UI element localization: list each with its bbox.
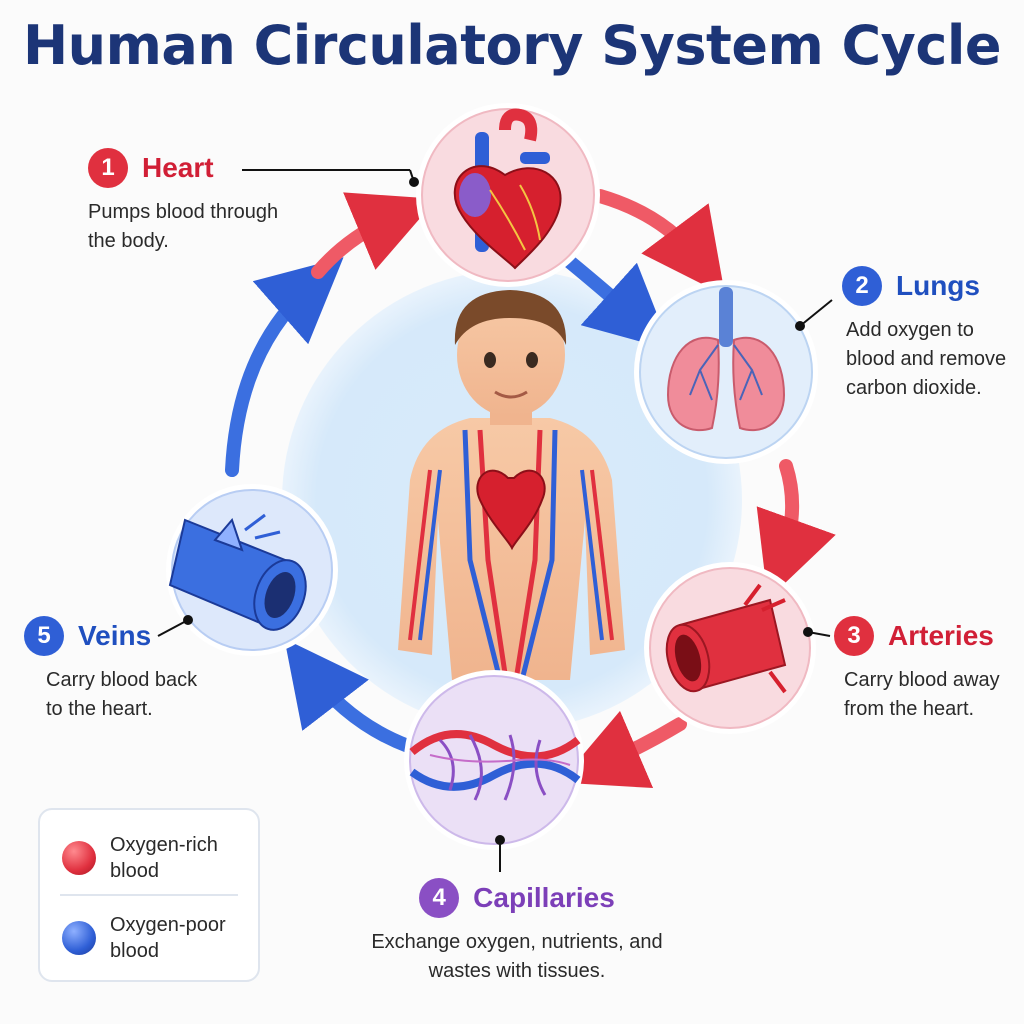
legend-divider bbox=[60, 894, 238, 896]
stage-number-badge: 5 bbox=[24, 616, 64, 656]
arrow-lungs-to-arteries bbox=[756, 459, 836, 600]
artery-icon bbox=[665, 583, 787, 694]
stage-name: Arteries bbox=[888, 620, 994, 651]
legend-label: Oxygen-poor blood bbox=[110, 914, 226, 962]
legend-item-oxygen-poor: Oxygen-poor blood bbox=[62, 912, 230, 964]
heart-icon bbox=[453, 108, 562, 270]
arrow-veins-to-heart bbox=[225, 257, 344, 477]
stage-label-heart: 1 Heart Pumps blood through the body. bbox=[88, 148, 303, 256]
arrow-heart-to-lungs-blue bbox=[563, 255, 672, 351]
stage-number-badge: 4 bbox=[419, 878, 460, 918]
arrow-veins-to-heart-red bbox=[311, 192, 437, 279]
stage-description: Pumps blood through the body. bbox=[88, 201, 279, 252]
stage-label-arteries: 3 Arteries Carry blood away from the hea… bbox=[834, 616, 1020, 724]
arteries-circle bbox=[644, 562, 816, 734]
lungs-circle bbox=[634, 280, 818, 464]
capillaries-icon bbox=[409, 730, 581, 801]
human-figure bbox=[398, 290, 625, 681]
stage-description: Add oxygen to blood and remove carbon di… bbox=[846, 319, 1007, 399]
stage-description: Carry blood back to the heart. bbox=[46, 669, 198, 720]
stage-description: Carry blood away from the heart. bbox=[844, 669, 1000, 720]
stage-name: Capillaries bbox=[473, 882, 615, 913]
leader-lines bbox=[157, 169, 833, 872]
vein-icon bbox=[168, 513, 307, 631]
heart-circle bbox=[416, 103, 600, 287]
stage-number-badge: 1 bbox=[88, 148, 128, 188]
stage-name: Lungs bbox=[896, 270, 980, 301]
lungs-icon bbox=[666, 287, 786, 432]
page-title: Human Circulatory System Cycle bbox=[22, 14, 1002, 77]
arrow-capillaries-to-veins bbox=[284, 638, 415, 753]
stage-number-badge: 2 bbox=[842, 266, 882, 306]
stage-description: Exchange oxygen, nutrients, and wastes w… bbox=[371, 931, 663, 982]
stage-label-capillaries: 4 Capillaries Exchange oxygen, nutrients… bbox=[362, 878, 672, 986]
blue-dot-icon bbox=[62, 921, 96, 955]
legend: Oxygen-rich blood Oxygen-poor blood bbox=[38, 808, 260, 982]
cycle-arrows bbox=[225, 189, 836, 789]
arrow-heart-to-lungs bbox=[593, 189, 726, 296]
red-dot-icon bbox=[62, 841, 96, 875]
stage-label-veins: 5 Veins Carry blood back to the heart. bbox=[24, 616, 216, 724]
stage-number-badge: 3 bbox=[834, 616, 874, 656]
arrow-arteries-to-capillaries bbox=[559, 710, 687, 789]
stage-name: Veins bbox=[78, 620, 152, 651]
legend-item-oxygen-rich: Oxygen-rich blood bbox=[62, 832, 230, 884]
stage-name: Heart bbox=[142, 152, 214, 183]
stage-label-lungs: 2 Lungs Add oxygen to blood and remove c… bbox=[842, 266, 1024, 403]
veins-circle bbox=[166, 484, 338, 656]
capillaries-circle bbox=[404, 670, 584, 850]
legend-label: Oxygen-rich blood bbox=[110, 834, 218, 882]
